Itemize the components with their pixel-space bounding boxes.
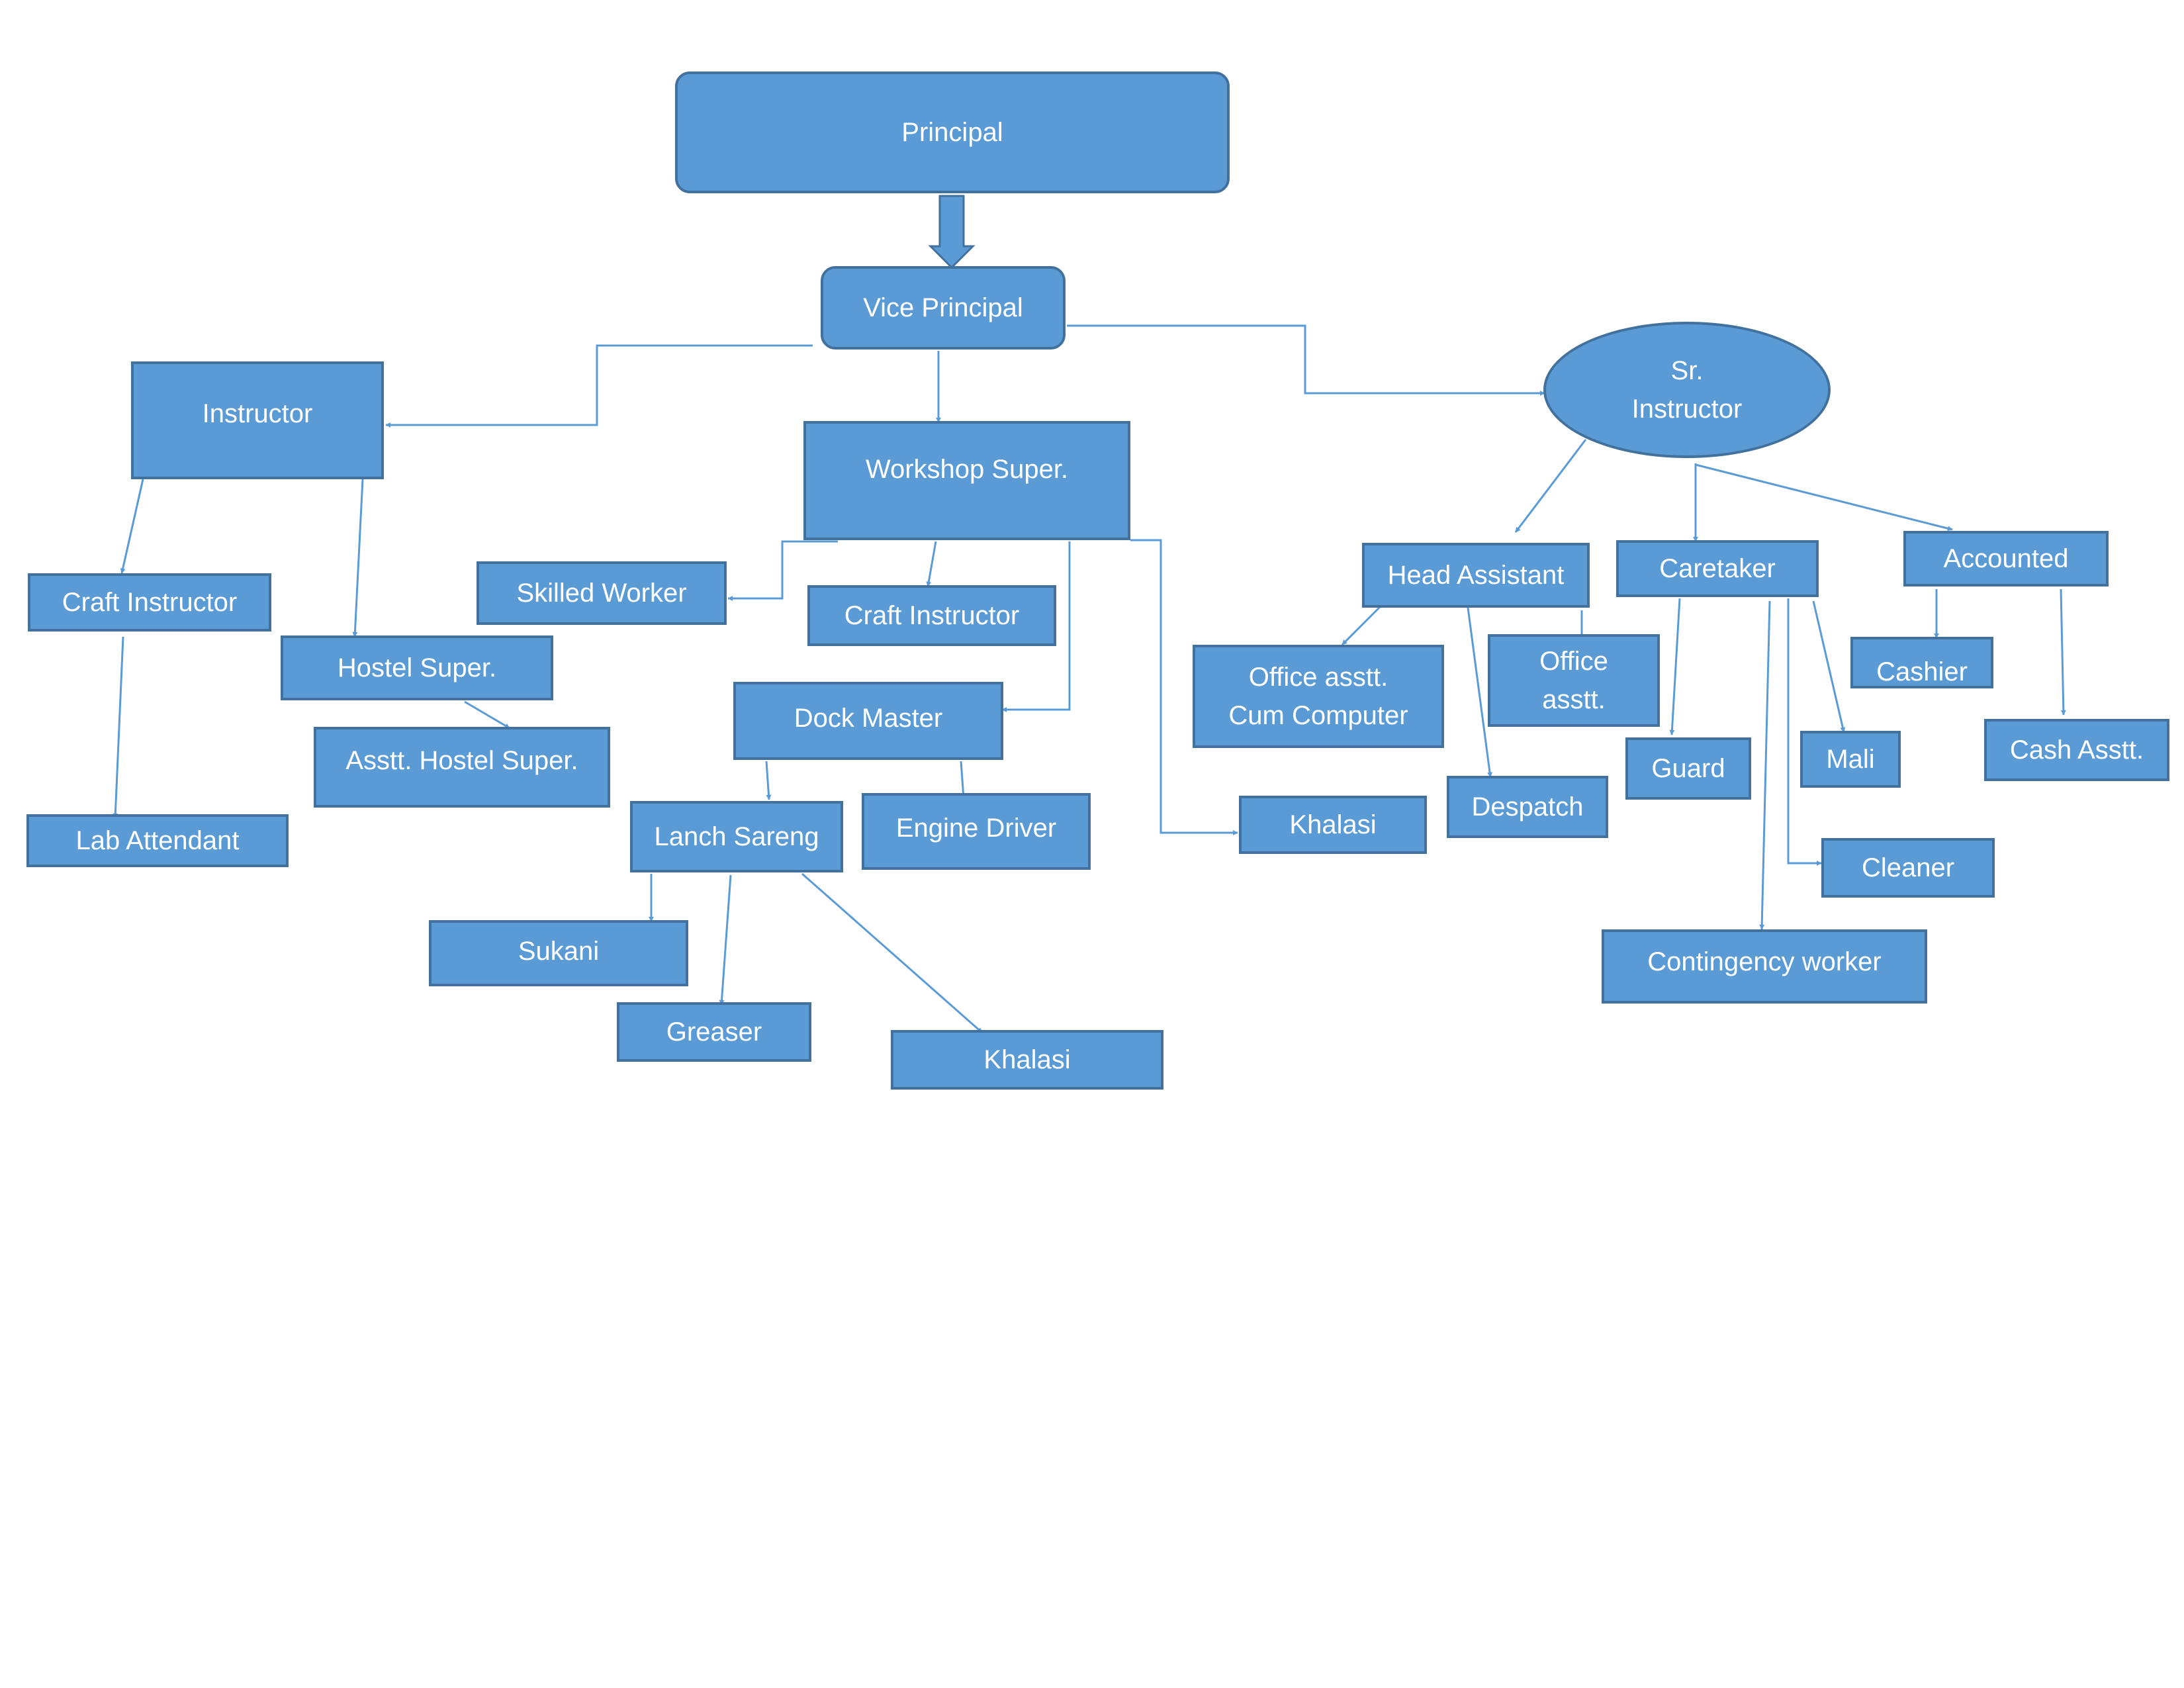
connector-dock-engine <box>960 761 966 799</box>
connector-caretaker-cleaner <box>1787 598 1822 866</box>
connector-craft-lab <box>113 636 124 819</box>
node-principal: Principal <box>675 71 1230 193</box>
node-cash-asstt: Cash Asstt. <box>1984 719 2169 781</box>
node-instructor: Instructor <box>131 361 384 479</box>
connector-head-despatch <box>1467 607 1493 778</box>
connector-caretaker-guard <box>1669 598 1681 735</box>
connector-instructor-hostel <box>352 479 364 637</box>
node-skilled-worker: Skilled Worker <box>477 561 727 625</box>
node-craft-instructor-left: Craft Instructor <box>28 573 271 632</box>
node-dock-master: Dock Master <box>733 682 1003 760</box>
node-khalasi-mid: Khalasi <box>1239 796 1427 854</box>
node-despatch: Despatch <box>1447 776 1608 838</box>
connector-workshop-dock <box>1001 541 1071 712</box>
node-khalasi-bottom: Khalasi <box>891 1030 1163 1090</box>
connector-workshop-khalasi <box>1130 539 1238 835</box>
node-hostel-super: Hostel Super. <box>281 635 553 700</box>
connector-hostel-asstt <box>464 700 510 729</box>
node-head-assistant: Head Assistant <box>1362 543 1590 608</box>
connector-sr-accounted <box>1695 463 1953 532</box>
connector-workshop-skilled <box>727 540 838 601</box>
node-cashier: Cashier <box>1850 637 1993 688</box>
connector-vp-instructor <box>385 344 813 428</box>
node-workshop-super: Workshop Super. <box>803 421 1130 540</box>
connector-caretaker-contingency <box>1759 600 1771 930</box>
connector-lanch-greaser <box>719 874 732 1006</box>
node-office-asstt: Office asstt. <box>1488 634 1660 727</box>
node-sr-instructor: Sr. Instructor <box>1543 322 1831 458</box>
connector-accounted-cash-asstt <box>2060 588 2066 716</box>
node-caretaker: Caretaker <box>1616 540 1819 597</box>
node-office-asstt-cum-computer: Office asstt. Cum Computer <box>1193 645 1444 748</box>
node-contingency-worker: Contingency worker <box>1602 929 1927 1004</box>
node-asstt-hostel-super: Asstt. Hostel Super. <box>314 727 610 808</box>
node-mali: Mali <box>1800 731 1901 788</box>
connector-dock-lanch <box>765 761 772 800</box>
node-vice-principal: Vice Principal <box>821 266 1066 350</box>
node-cleaner: Cleaner <box>1821 838 1995 898</box>
connector-lanch-khalasi <box>801 872 983 1034</box>
connector-vp-sr-instructor <box>1067 324 1545 396</box>
connector-sr-head-assistant <box>1514 439 1587 533</box>
node-engine-driver: Engine Driver <box>862 793 1091 870</box>
node-lanch-sareng: Lanch Sareng <box>630 801 843 872</box>
node-craft-instructor-mid: Craft Instructor <box>807 585 1056 646</box>
node-greaser: Greaser <box>617 1002 811 1062</box>
node-guard: Guard <box>1625 737 1751 800</box>
connector-workshop-craft <box>926 541 937 587</box>
node-lab-attendant: Lab Attendant <box>26 814 289 867</box>
connector-head-office-cum <box>1341 605 1382 646</box>
connector-caretaker-mali <box>1812 600 1846 733</box>
node-sukani: Sukani <box>429 920 688 986</box>
connector-instructor-craft <box>120 479 144 574</box>
principal-to-vice-principal-arrow <box>928 195 976 269</box>
node-accounted: Accounted <box>1903 531 2109 586</box>
